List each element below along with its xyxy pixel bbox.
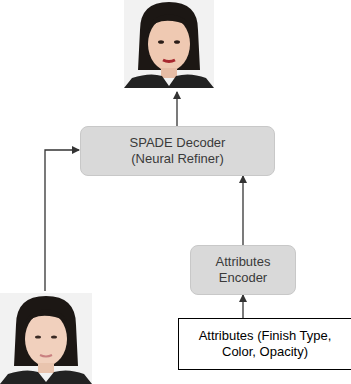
node-label: SPADE Decoder (Neural Refiner) bbox=[113, 135, 243, 168]
decoder-box: SPADE Decoder (Neural Refiner) bbox=[80, 126, 275, 176]
flow-arrow bbox=[242, 295, 243, 318]
output-arrow bbox=[176, 92, 177, 126]
flow-arrow bbox=[242, 176, 243, 245]
input-face-photo bbox=[0, 293, 92, 384]
node-label: Attributes (Finish Type, Color, Opacity) bbox=[185, 328, 345, 361]
input-arrow bbox=[45, 150, 79, 291]
node-label: Attributes Encoder bbox=[198, 254, 288, 287]
output-face-photo bbox=[124, 0, 214, 88]
encoder-box: Attributes Encoder bbox=[190, 245, 296, 295]
attributes-box: Attributes (Finish Type, Color, Opacity) bbox=[178, 318, 351, 370]
